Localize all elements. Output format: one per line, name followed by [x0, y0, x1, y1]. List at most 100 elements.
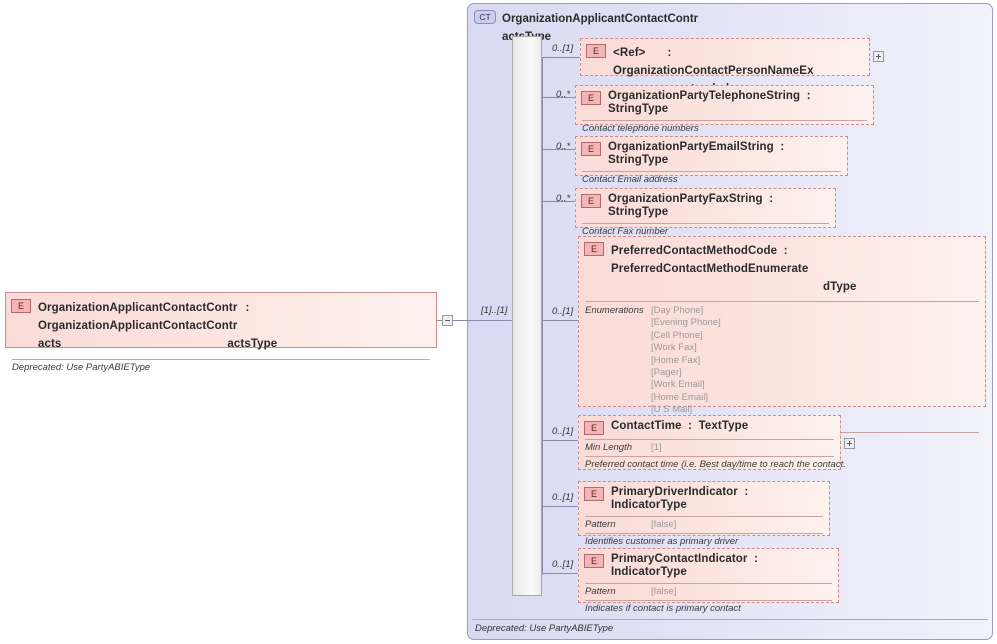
element-name-preferred-line2: dType [823, 281, 857, 293]
enum-item: [Home Email] [651, 391, 709, 403]
element-annotation-telephone: Contact telephone numbers [582, 123, 699, 134]
cardinality-child-3: 0..* [556, 141, 571, 152]
element-icon: E [584, 421, 604, 435]
connector-child-5 [542, 320, 580, 321]
enum-item: [U S Mail] [651, 404, 693, 416]
connector-minus-to-ct [453, 320, 467, 321]
element-name-preferred-line1: PreferredContactMethodCode : PreferredCo… [611, 245, 809, 275]
enumerations-label: Enumerations [585, 305, 644, 316]
root-element-type-line1: : OrganizationApplicantContactContr [38, 302, 253, 332]
connector-root-to-minus [437, 320, 442, 321]
connector-ct-to-compositor [467, 320, 515, 321]
facet-min-length: Min Length [1] [579, 440, 840, 456]
enum-item: [Home Fax] [651, 354, 701, 366]
compositor-cardinality: [1]..[1] [481, 305, 508, 316]
element-box-fax[interactable]: E OrganizationPartyFaxString : StringTyp… [575, 188, 836, 237]
facet-value: [false] [651, 519, 677, 530]
element-icon: E [581, 142, 601, 156]
element-header-primary-driver: E PrimaryDriverIndicator : IndicatorType [579, 482, 829, 516]
complextype-footer-divider [472, 619, 988, 620]
collapse-button-root[interactable] [442, 315, 453, 326]
element-name-email: OrganizationPartyEmailString : StringTyp… [608, 141, 791, 166]
root-element-type-line2: actsType [227, 338, 278, 350]
element-icon: E [11, 299, 31, 313]
facet-label: Min Length [585, 442, 633, 453]
divider [582, 171, 841, 172]
divider [585, 456, 834, 457]
expand-button-contact-time[interactable] [844, 438, 855, 449]
enumerations-values: [Day Phone] [Evening Phone] [Cell Phone]… [651, 305, 721, 429]
element-box-preferred-contact-method[interactable]: E PreferredContactMethodCode : Preferred… [578, 236, 986, 446]
element-header-fax: E OrganizationPartyFaxString : StringTyp… [576, 189, 835, 223]
connector-child-3 [542, 149, 580, 150]
divider [585, 301, 979, 302]
element-annotation-contact-time: Preferred contact time (i.e. Best day/ti… [585, 459, 846, 470]
element-box-email[interactable]: E OrganizationPartyEmailString : StringT… [575, 136, 848, 185]
element-icon: E [586, 44, 606, 58]
connector-child-8 [542, 573, 580, 574]
facet-pattern: Pattern [false] [579, 517, 829, 533]
element-name-telephone: OrganizationPartyTelephoneString : Strin… [608, 90, 818, 115]
element-name-fax: OrganizationPartyFaxString : StringType [608, 193, 780, 218]
element-annotation-primary-driver: Identifies customer as primary driver [585, 536, 739, 547]
element-icon: E [581, 194, 601, 208]
element-header-telephone: E OrganizationPartyTelephoneString : Str… [576, 86, 873, 120]
element-icon: E [584, 242, 604, 256]
root-element-box[interactable]: E OrganizationApplicantContactContr: Org… [5, 292, 437, 373]
cardinality-child-6: 0..[1] [552, 426, 574, 437]
connector-child-1 [542, 57, 580, 58]
connector-child-6 [542, 440, 580, 441]
root-element-name-line2: acts [38, 338, 62, 350]
element-box-telephone[interactable]: E OrganizationPartyTelephoneString : Str… [575, 85, 874, 134]
enum-item: [Evening Phone] [651, 317, 721, 329]
facet-value: [false] [651, 586, 677, 597]
element-name-contact-time: ContactTime : TextType [611, 420, 749, 432]
divider [585, 439, 834, 440]
element-box-ref[interactable]: E <Ref>: OrganizationContactPersonNameEx… [580, 38, 870, 95]
enum-item: [Work Fax] [651, 342, 697, 354]
element-annotation-email: Contact Email address [582, 174, 678, 185]
facet-label: Pattern [585, 586, 616, 597]
element-icon: E [584, 487, 604, 501]
element-header-email: E OrganizationPartyEmailString : StringT… [576, 137, 847, 171]
cardinality-child-2: 0..* [556, 89, 571, 100]
element-annotation-fax: Contact Fax number [582, 226, 669, 237]
element-name-primary-driver: PrimaryDriverIndicator : IndicatorType [611, 486, 755, 511]
element-name-ref: <Ref> [613, 47, 646, 59]
facet-value: [1] [651, 442, 662, 453]
element-box-contact-time[interactable]: E ContactTime : TextType Min Length [1] … [578, 415, 846, 470]
root-element-header: E OrganizationApplicantContactContr: Org… [6, 293, 436, 356]
connector-child-2 [542, 97, 580, 98]
expand-button-ref[interactable] [873, 51, 884, 62]
root-element-name-line1: OrganizationApplicantContactContr [38, 302, 238, 314]
enum-item: [Cell Phone] [651, 329, 703, 341]
root-element-name-type: OrganizationApplicantContactContr: Organ… [38, 298, 430, 352]
complextype-title-line1: OrganizationApplicantContactContr [502, 13, 699, 25]
element-label-preferred: PreferredContactMethodCode : PreferredCo… [611, 241, 979, 295]
cardinality-child-1: 0..[1] [552, 43, 574, 54]
element-box-primary-contact[interactable]: E PrimaryContactIndicator : IndicatorTyp… [578, 548, 839, 614]
element-type-ref-line1: : OrganizationContactPersonNameEx [613, 47, 814, 77]
complextype-icon: CT [474, 10, 496, 24]
element-header-primary-contact: E PrimaryContactIndicator : IndicatorTyp… [579, 549, 838, 583]
divider [12, 359, 430, 360]
cardinality-child-8: 0..[1] [552, 559, 574, 570]
divider [582, 223, 829, 224]
enum-item: [Pager] [651, 367, 682, 379]
enum-item: [Work Email] [651, 379, 705, 391]
root-element-annotation: Deprecated: Use PartyABIEType [12, 362, 151, 373]
enumerations-block: Enumerations [Day Phone] [Evening Phone]… [579, 302, 985, 432]
element-box-primary-driver[interactable]: E PrimaryDriverIndicator : IndicatorType… [578, 481, 830, 547]
element-header-preferred: E PreferredContactMethodCode : Preferred… [579, 237, 985, 299]
complextype-footer-annotation: Deprecated: Use PartyABIEType [475, 623, 614, 634]
connector-child-4 [542, 201, 580, 202]
branch-trunk [542, 57, 543, 575]
element-name-primary-contact: PrimaryContactIndicator : IndicatorType [611, 553, 765, 578]
facet-pattern: Pattern [false] [579, 584, 838, 600]
enum-item: [Day Phone] [651, 305, 704, 316]
cardinality-child-4: 0..* [556, 193, 571, 204]
cardinality-child-5: 0..[1] [552, 306, 574, 317]
divider [585, 533, 823, 534]
divider [585, 600, 832, 601]
